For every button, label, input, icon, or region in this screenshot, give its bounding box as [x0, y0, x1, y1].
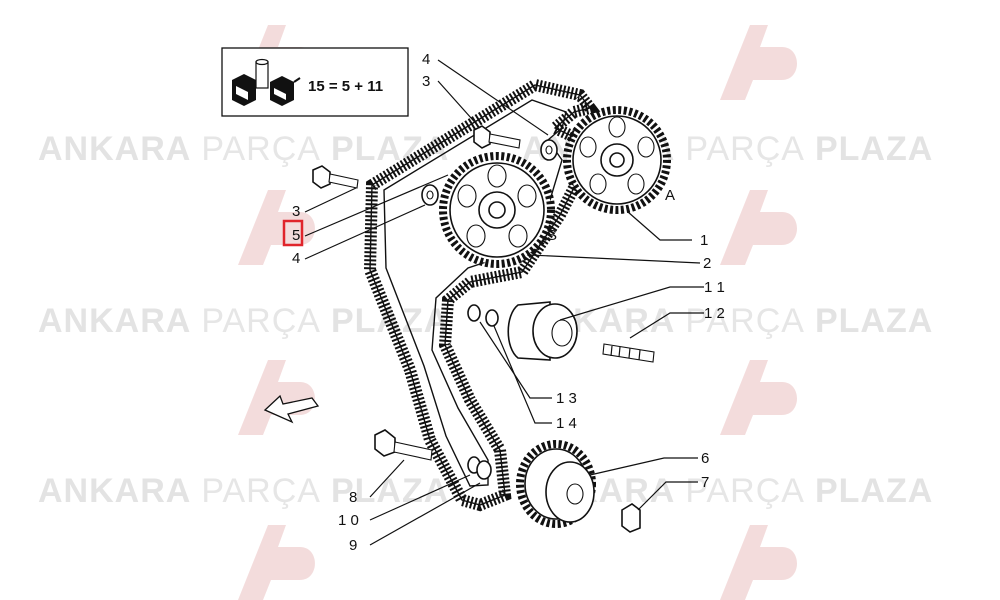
- watermark-word: ANKARA: [38, 302, 191, 340]
- washer-9: [476, 460, 492, 480]
- watermark-logo: [720, 525, 797, 600]
- tensioner-pulley: [507, 301, 578, 361]
- watermark-logo: [720, 360, 797, 435]
- callout-3-top: 3: [422, 73, 430, 90]
- callout-4-top: 4: [422, 51, 430, 68]
- callout-9: 9: [349, 537, 357, 554]
- callouts: 4 3 3 5 4 A S 1 2 1 1 1 2 1 3 1 4 6 7 8 …: [292, 51, 725, 554]
- bolt-3-top: [473, 125, 521, 149]
- watermark-logo: [238, 190, 315, 265]
- callout-12: 1 2: [704, 305, 725, 322]
- callout-6: 6: [701, 450, 709, 467]
- callout-14: 1 4: [556, 415, 577, 432]
- callout-10: 1 0: [338, 512, 359, 529]
- watermark-logo: [720, 190, 797, 265]
- watermark-word: PLAZA: [815, 472, 933, 510]
- washer-hole: [426, 190, 434, 200]
- watermark-word: PARÇA: [685, 130, 805, 168]
- watermark-logos: [238, 25, 797, 600]
- watermark-word: PLAZA: [331, 130, 449, 168]
- watermark-logo: [720, 25, 797, 100]
- watermark-word: PARÇA: [201, 130, 321, 168]
- watermark-word: PARÇA: [201, 472, 321, 510]
- callout-7: 7: [701, 474, 709, 491]
- leader-lines: [304, 59, 704, 546]
- callout-5-left: 5: [292, 227, 300, 244]
- camshaft-gear-s: [439, 152, 555, 268]
- watermark-word: PARÇA: [685, 472, 805, 510]
- label-a: A: [665, 187, 675, 204]
- bolt-8: [374, 429, 433, 461]
- key-part: [621, 503, 641, 533]
- watermark-word: ANKARA: [38, 130, 191, 168]
- callout-3-left: 3: [292, 203, 300, 220]
- watermark-word: PARÇA: [201, 302, 321, 340]
- rotation-arrow-icon: [263, 394, 320, 424]
- crankshaft-gear: [516, 440, 596, 528]
- stud-bolt: [602, 343, 655, 363]
- watermark-word: PARÇA: [685, 302, 805, 340]
- watermark-word: PLAZA: [815, 302, 933, 340]
- watermark-word: PLAZA: [331, 472, 449, 510]
- watermark-word: PLAZA: [815, 130, 933, 168]
- watermark-word: ANKARA: [38, 472, 191, 510]
- watermark-logo: [238, 525, 315, 600]
- bolt-3-left: [312, 165, 359, 189]
- callout-8: 8: [349, 489, 357, 506]
- kit-box-icon: [232, 58, 301, 106]
- callout-13: 1 3: [556, 390, 577, 407]
- legend-box: 15 = 5 + 11: [221, 47, 409, 117]
- callout-11: 1 1: [704, 279, 725, 296]
- washer-14: [485, 309, 499, 327]
- timing-belt: [363, 78, 601, 512]
- highlight-box: [282, 219, 304, 247]
- washer-hole: [545, 145, 553, 155]
- nut-13: [467, 304, 481, 322]
- camshaft-gear-a: [563, 106, 671, 214]
- legend-formula: 15 = 5 + 11: [308, 78, 383, 95]
- callout-4-left: 4: [292, 250, 300, 267]
- callout-2: 2: [703, 255, 711, 272]
- watermark-logo: [238, 360, 315, 435]
- callout-1: 1: [700, 232, 708, 249]
- label-s: S: [547, 227, 557, 244]
